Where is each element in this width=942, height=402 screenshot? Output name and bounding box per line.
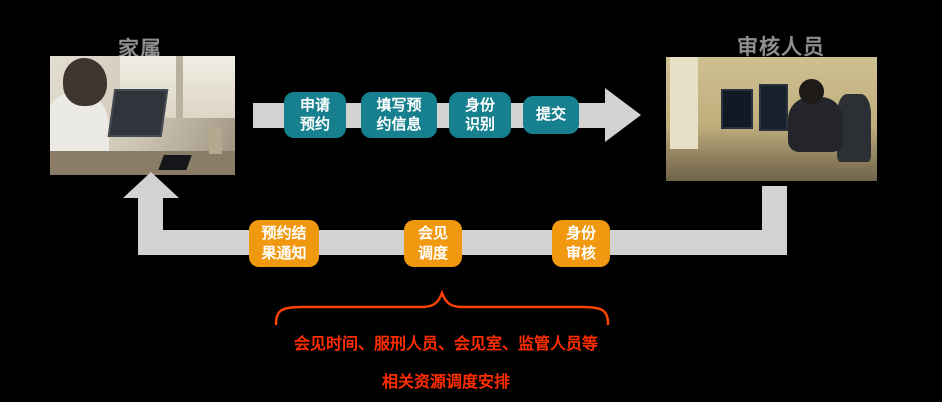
photo-person-body-shape [788, 96, 844, 153]
step-meeting-scheduling: 会见 调度 [404, 220, 462, 267]
photo-door-shape [670, 57, 698, 154]
left-actor-label: 家属 [118, 38, 162, 61]
photo-tablet-shape [158, 154, 192, 171]
step-identity-recognition: 身份 识别 [449, 92, 511, 138]
brace-icon [274, 289, 610, 326]
photo-monitor-shape [720, 89, 753, 129]
step-result-notification: 预约结 果通知 [249, 220, 319, 267]
scheduling-annotation: 会见时间、服刑人员、会见室、监管人员等 相关资源调度安排 [260, 330, 632, 392]
reviewer-photo [666, 57, 877, 181]
right-actor-label: 审核人员 [737, 36, 825, 59]
annotation-line-1: 会见时间、服刑人员、会见室、监管人员等 [293, 336, 598, 353]
arrow-right-icon [605, 88, 641, 142]
step-apply-reservation: 申请 预约 [284, 92, 346, 138]
photo-window-frame-shape [175, 56, 184, 118]
photo-person-head-shape [62, 58, 108, 106]
annotation-line-2: 相关资源调度安排 [381, 374, 510, 391]
step-identity-review: 身份 审核 [552, 220, 610, 267]
step-submit: 提交 [523, 96, 579, 134]
return-arrow-left-segment [138, 198, 163, 255]
photo-monitor-shape [758, 84, 789, 132]
step-fill-reservation-info: 填写预 约信息 [361, 92, 437, 138]
family-member-photo [50, 56, 235, 175]
photo-laptop-shape [107, 89, 169, 137]
photo-cup-shape [209, 127, 223, 154]
photo-person-head-shape [798, 79, 825, 105]
return-arrow-bottom-segment [150, 230, 787, 255]
arrow-up-icon [123, 172, 179, 198]
